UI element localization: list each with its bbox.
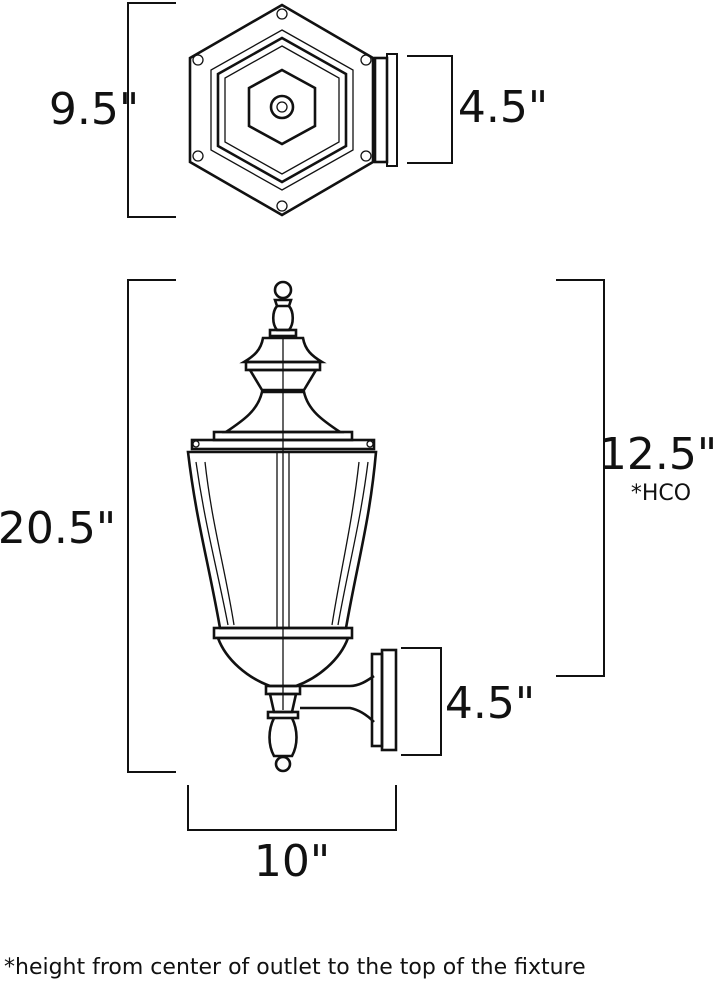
- footnote: *height from center of outlet to the top…: [4, 955, 586, 980]
- fixture-top-hexagon: [188, 3, 375, 217]
- side-view: 20.5" 12.5" *HCO: [0, 279, 717, 887]
- top-height-bracket: [127, 2, 176, 218]
- side-backplate-label: 4.5": [445, 678, 535, 729]
- lantern-fixture: [186, 280, 378, 773]
- hco-label: 12.5": [599, 429, 717, 480]
- top-backplate-label: 4.5": [458, 82, 548, 133]
- side-backplate-bracket: [401, 647, 442, 756]
- hco-tag: *HCO: [631, 481, 691, 506]
- top-height-label: 9.5": [49, 84, 139, 135]
- top-view: 9.5" 4.5": [49, 2, 548, 218]
- hco-bracket: [556, 279, 605, 677]
- total-height-bracket: [127, 279, 176, 773]
- width-label: 10": [254, 836, 330, 887]
- top-backplate: [373, 53, 398, 167]
- width-bracket: [187, 785, 397, 831]
- top-backplate-bracket: [407, 55, 453, 164]
- side-backplate: [370, 648, 398, 752]
- total-height-label: 20.5": [0, 503, 116, 554]
